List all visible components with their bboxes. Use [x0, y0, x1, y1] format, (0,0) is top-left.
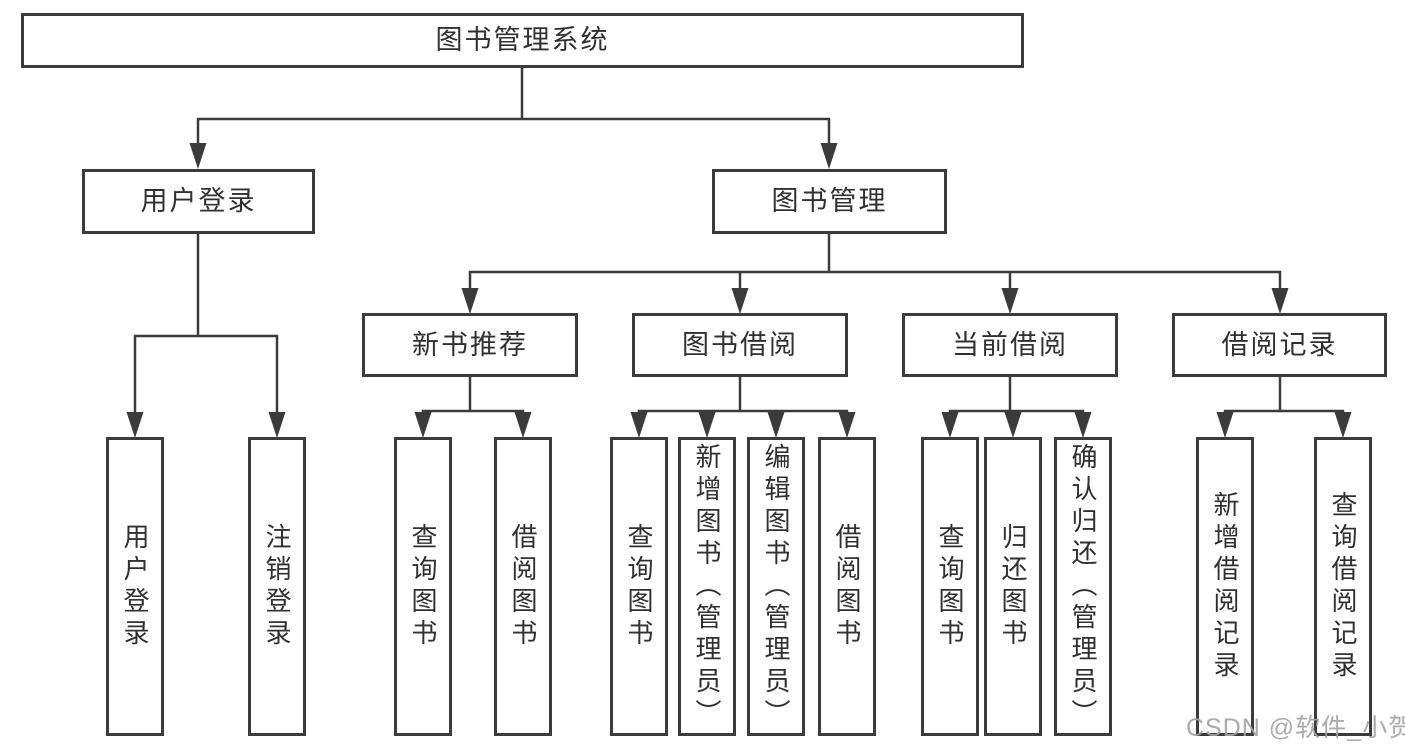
leaf-logout-login: 注销登录	[248, 437, 306, 736]
leaf-user-login: 用户登录	[106, 437, 164, 736]
node-user-login: 用户登录	[82, 169, 315, 234]
leaf-add-borrow-record-label: 新增借阅记录	[1210, 490, 1240, 683]
leaf-edit-books-admin-label: 编辑图书（管理员）	[761, 442, 791, 731]
node-book-borrowing-label: 图书借阅	[682, 329, 798, 360]
leaf-edit-books-admin: 编辑图书（管理员）	[747, 437, 805, 736]
leaf-borrow-books-borrowing-label: 借阅图书	[832, 522, 862, 651]
leaf-add-books-admin-label: 新增图书（管理员）	[692, 442, 722, 731]
leaf-borrow-books-borrowing: 借阅图书	[818, 437, 876, 736]
leaf-query-books-borrowing: 查询图书	[610, 437, 668, 736]
node-user-login-label: 用户登录	[140, 186, 257, 217]
node-current-borrowing-label: 当前借阅	[952, 329, 1068, 360]
node-root: 图书管理系统	[21, 13, 1024, 68]
leaf-query-borrow-record-label: 查询借阅记录	[1328, 490, 1358, 683]
node-borrowing-records: 借阅记录	[1172, 313, 1387, 377]
leaf-borrow-books-recommend: 借阅图书	[494, 437, 552, 736]
leaf-query-books-recommend: 查询图书	[394, 437, 452, 736]
leaf-query-books-recommend-label: 查询图书	[408, 522, 438, 651]
leaf-user-login-label: 用户登录	[120, 522, 150, 651]
leaf-borrow-books-recommend-label: 借阅图书	[508, 522, 538, 651]
node-book-management-label: 图书管理	[771, 186, 888, 217]
node-book-management: 图书管理	[712, 169, 947, 234]
leaf-confirm-return-admin-label: 确认归还（管理员）	[1068, 442, 1098, 731]
leaf-confirm-return-admin: 确认归还（管理员）	[1054, 437, 1112, 736]
leaf-query-borrow-record: 查询借阅记录	[1314, 437, 1372, 736]
csdn-watermark: CSDN @软件_小贺同学	[1186, 714, 1405, 742]
node-new-book-recommendation: 新书推荐	[362, 313, 578, 377]
leaf-query-books-current: 查询图书	[921, 437, 979, 736]
leaf-return-books: 归还图书	[984, 437, 1042, 736]
node-borrowing-records-label: 借阅记录	[1221, 329, 1338, 360]
leaf-logout-login-label: 注销登录	[262, 522, 292, 651]
node-root-label: 图书管理系统	[435, 25, 610, 56]
node-new-book-recommendation-label: 新书推荐	[412, 329, 528, 360]
leaf-add-books-admin: 新增图书（管理员）	[678, 437, 736, 736]
leaf-return-books-label: 归还图书	[998, 522, 1028, 651]
node-book-borrowing: 图书借阅	[632, 313, 848, 377]
arrowheads	[126, 143, 1352, 438]
leaf-query-books-current-label: 查询图书	[935, 522, 965, 651]
node-current-borrowing: 当前借阅	[902, 313, 1118, 377]
leaf-add-borrow-record: 新增借阅记录	[1196, 437, 1254, 736]
leaf-query-books-borrowing-label: 查询图书	[624, 522, 654, 651]
